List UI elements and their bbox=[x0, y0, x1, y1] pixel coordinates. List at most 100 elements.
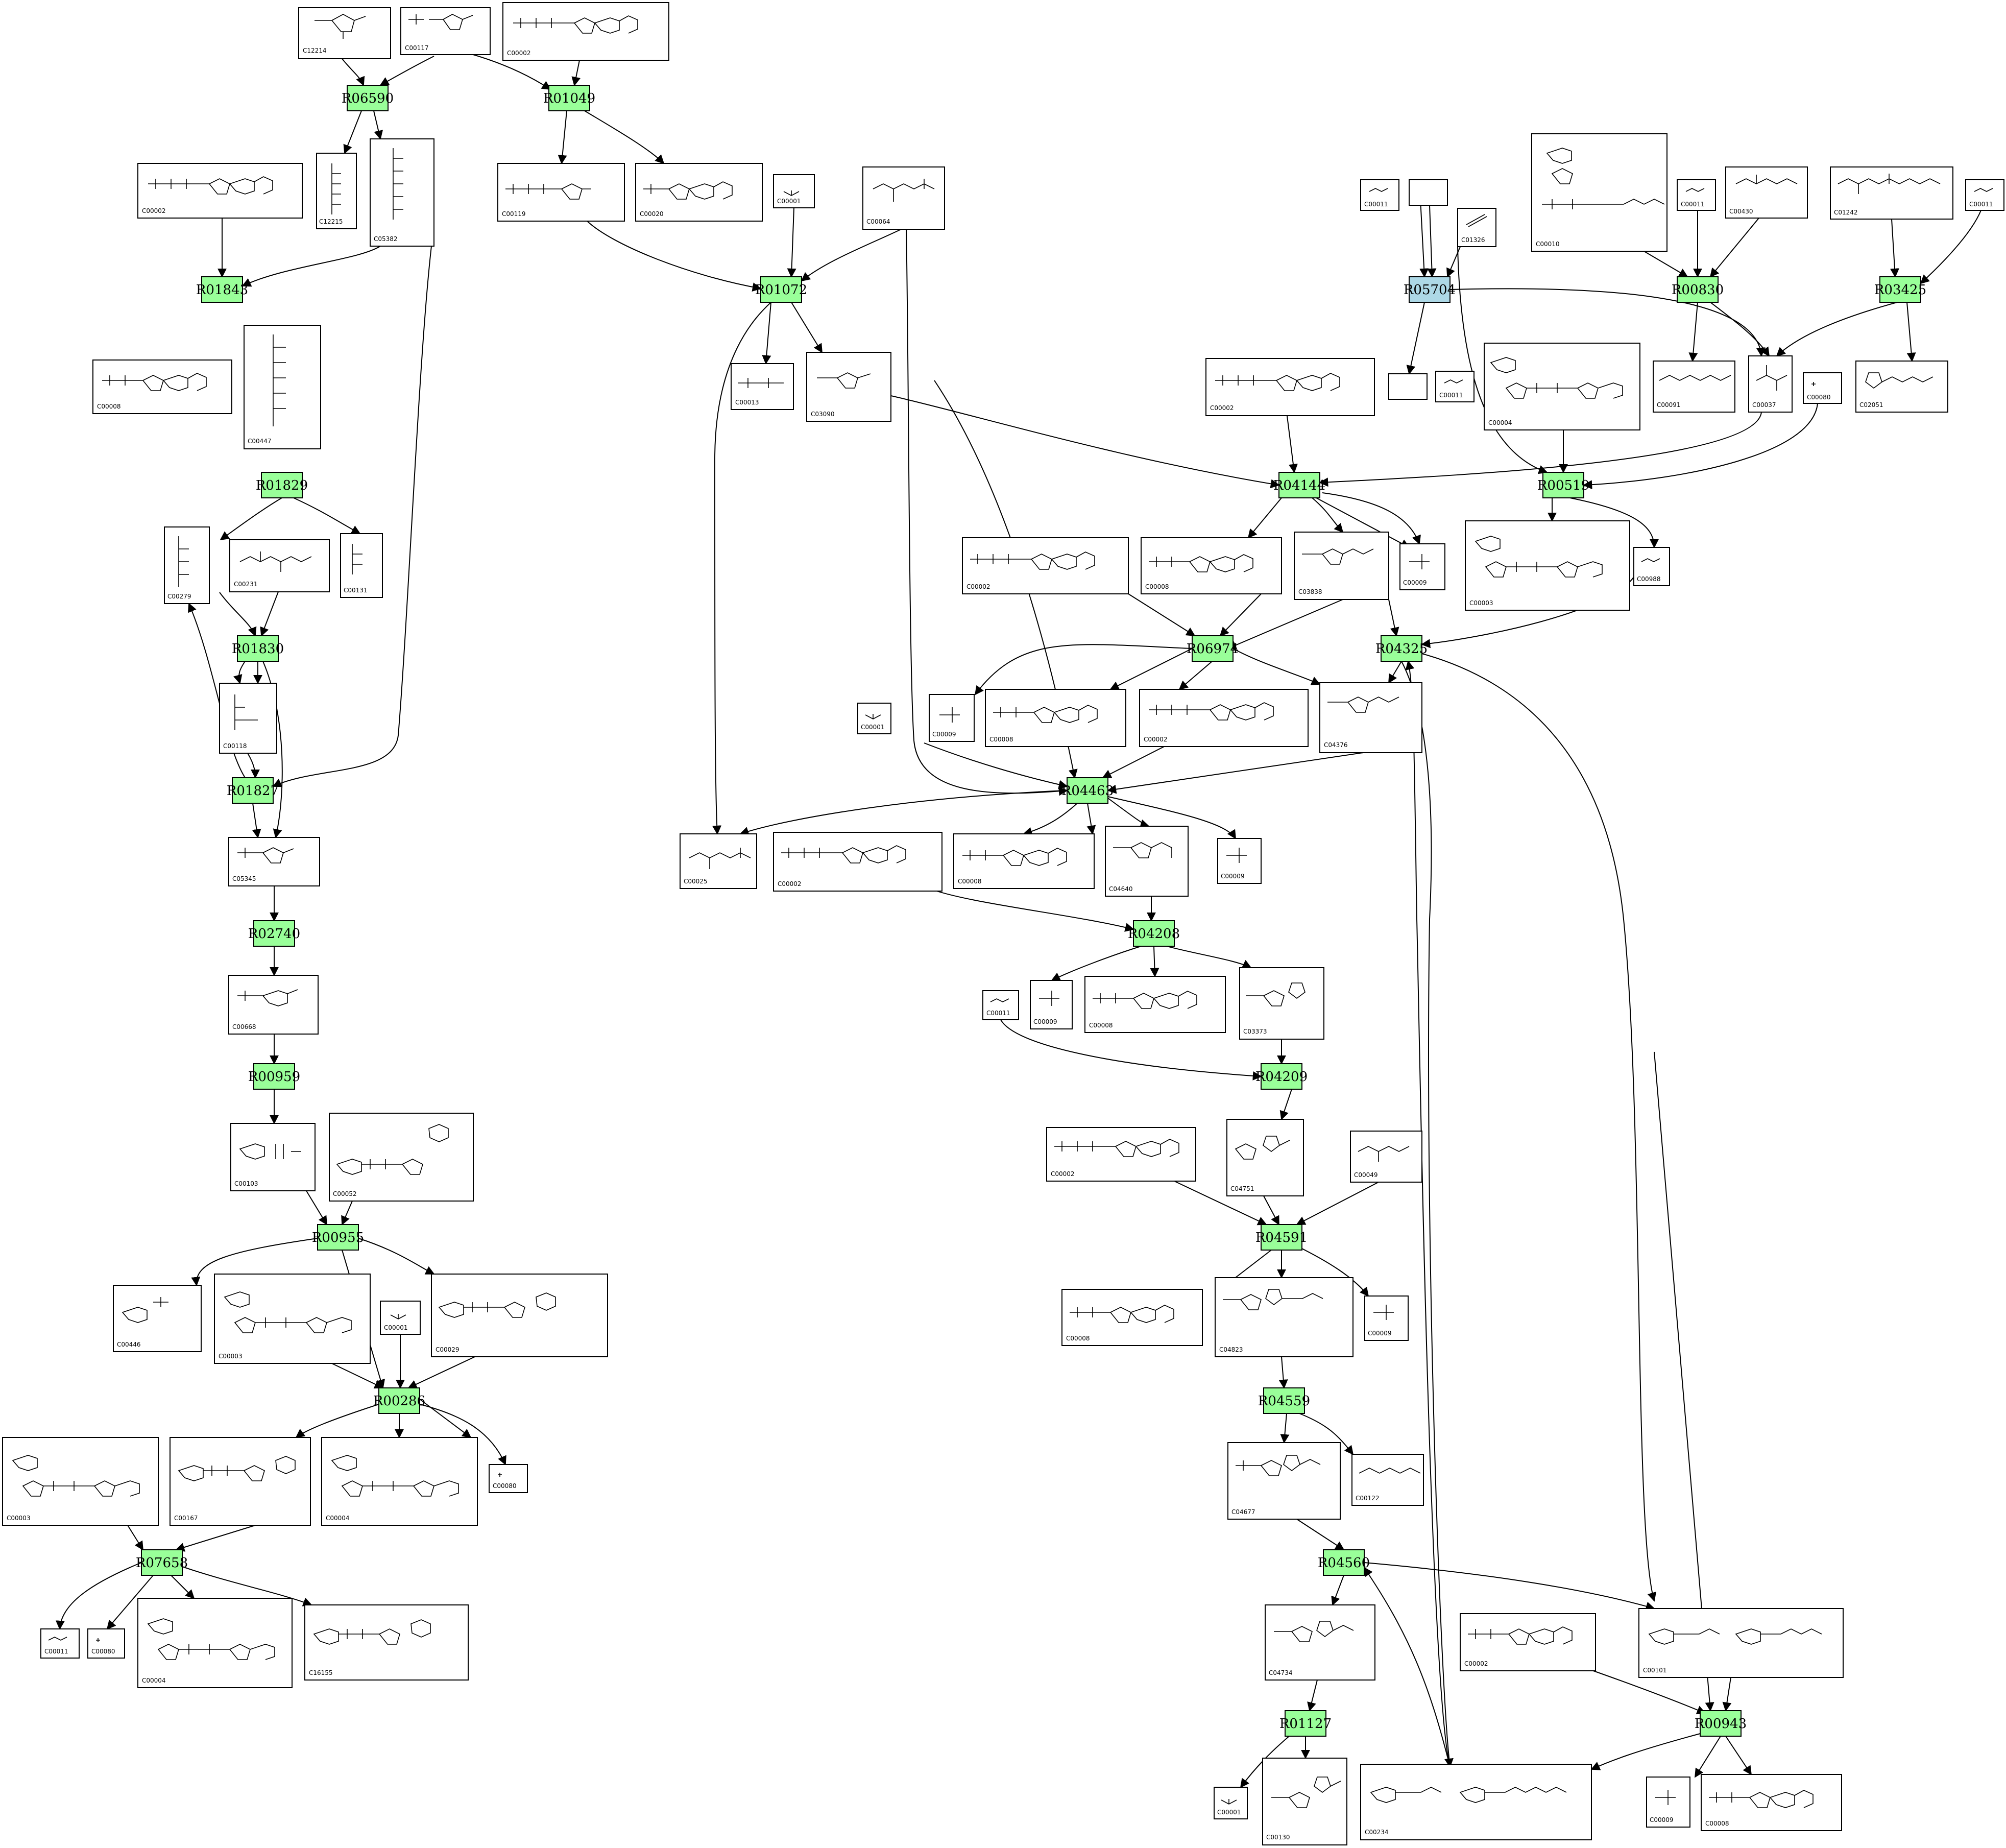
reaction-node[interactable]: R01049 bbox=[543, 85, 595, 111]
compound-node[interactable]: C00122 bbox=[1351, 1454, 1424, 1506]
reaction-node[interactable]: R01072 bbox=[755, 276, 807, 303]
compound-node[interactable]: C00008 bbox=[1701, 1774, 1842, 1831]
compound-node[interactable]: C04823 bbox=[1215, 1277, 1354, 1357]
compound-node[interactable]: C00008 bbox=[1141, 537, 1282, 594]
reaction-node[interactable]: R04208 bbox=[1128, 920, 1180, 947]
reaction-node[interactable]: R00943 bbox=[1695, 1710, 1747, 1737]
reaction-node[interactable]: R00286 bbox=[373, 1387, 425, 1414]
compound-node[interactable]: C00080 bbox=[87, 1628, 125, 1659]
compound-node[interactable]: C00025 bbox=[680, 833, 757, 889]
compound-node[interactable]: C00447 bbox=[244, 325, 321, 449]
compound-node[interactable]: C00064 bbox=[862, 166, 945, 230]
compound-node[interactable]: C00002 bbox=[137, 163, 303, 219]
reaction-node[interactable]: R06974 bbox=[1187, 635, 1239, 662]
compound-node[interactable]: C00988 bbox=[1633, 547, 1670, 586]
compound-node[interactable]: C00002 bbox=[1460, 1613, 1596, 1671]
compound-node[interactable]: C00004 bbox=[321, 1437, 478, 1526]
compound-node[interactable]: C00011 bbox=[40, 1628, 80, 1659]
compound-node[interactable]: C00002 bbox=[1139, 689, 1309, 747]
compound-node[interactable]: C00080 bbox=[489, 1464, 528, 1493]
compound-node[interactable]: C00009 bbox=[1030, 980, 1073, 1029]
compound-node[interactable]: C00001 bbox=[1214, 1787, 1248, 1819]
compound-node[interactable]: C00049 bbox=[1350, 1131, 1422, 1183]
reaction-node[interactable]: R01830 bbox=[232, 635, 284, 662]
compound-node[interactable]: C00008 bbox=[985, 689, 1126, 747]
compound-node[interactable]: C00001 bbox=[773, 174, 815, 208]
compound-node[interactable]: C00008 bbox=[953, 833, 1095, 889]
reaction-node[interactable]: R04560 bbox=[1318, 1549, 1370, 1576]
compound-node[interactable]: C00009 bbox=[1217, 838, 1262, 884]
compound-node[interactable]: C04677 bbox=[1227, 1442, 1341, 1520]
compound-node[interactable]: C00009 bbox=[1364, 1295, 1409, 1341]
compound-node[interactable]: C00008 bbox=[92, 359, 232, 414]
compound-node[interactable]: C00279 bbox=[164, 526, 210, 604]
compound-node[interactable]: C02051 bbox=[1855, 361, 1948, 413]
compound-node[interactable]: C04376 bbox=[1319, 682, 1422, 753]
compound-node[interactable]: C00020 bbox=[635, 163, 763, 222]
compound-node[interactable] bbox=[1409, 179, 1448, 206]
compound-node[interactable]: C16155 bbox=[304, 1604, 469, 1681]
compound-node[interactable]: C00008 bbox=[1084, 976, 1226, 1033]
compound-node[interactable]: C00668 bbox=[228, 975, 319, 1035]
reaction-node[interactable]: R01127 bbox=[1279, 1710, 1332, 1737]
compound-node[interactable]: C00011 bbox=[1677, 179, 1716, 211]
reaction-node[interactable]: R04209 bbox=[1255, 1063, 1308, 1090]
compound-node[interactable]: C00446 bbox=[113, 1285, 202, 1352]
compound-node[interactable]: C00131 bbox=[340, 533, 383, 598]
compound-node[interactable]: C03090 bbox=[806, 352, 891, 422]
compound-node[interactable]: C00011 bbox=[1965, 179, 2004, 211]
reaction-node[interactable]: R04463 bbox=[1061, 777, 1114, 804]
compound-node[interactable]: C01242 bbox=[1830, 166, 1953, 220]
compound-node[interactable]: C00091 bbox=[1653, 361, 1735, 413]
compound-node[interactable]: C00008 bbox=[1061, 1289, 1203, 1346]
compound-node[interactable]: C00011 bbox=[1435, 371, 1475, 402]
compound-node[interactable]: C00037 bbox=[1748, 355, 1793, 413]
compound-node[interactable]: C12215 bbox=[316, 153, 357, 229]
reaction-node[interactable]: R04591 bbox=[1255, 1224, 1308, 1251]
reaction-node[interactable]: R07658 bbox=[136, 1549, 188, 1576]
reaction-node[interactable]: R00959 bbox=[248, 1063, 300, 1090]
reaction-node[interactable]: R01843 bbox=[196, 276, 248, 303]
compound-node[interactable]: C00004 bbox=[1484, 343, 1640, 430]
compound-node[interactable]: C04751 bbox=[1226, 1119, 1304, 1196]
reaction-node[interactable]: R04325 bbox=[1375, 635, 1428, 662]
compound-node[interactable]: C01326 bbox=[1457, 208, 1496, 247]
reaction-node[interactable]: R00830 bbox=[1672, 276, 1724, 303]
compound-node[interactable]: C00009 bbox=[1646, 1777, 1690, 1828]
compound-node[interactable]: C00004 bbox=[137, 1598, 293, 1688]
compound-node[interactable]: C00130 bbox=[1262, 1758, 1347, 1845]
compound-node[interactable]: C00011 bbox=[1360, 179, 1399, 211]
compound-node[interactable]: C00117 bbox=[400, 7, 491, 55]
compound-node[interactable]: C00002 bbox=[962, 537, 1129, 594]
compound-node[interactable]: C00003 bbox=[2, 1437, 159, 1526]
reaction-node[interactable]: R01827 bbox=[227, 777, 279, 804]
compound-node[interactable]: C04640 bbox=[1105, 826, 1189, 897]
reaction-node[interactable]: R05704 bbox=[1404, 276, 1456, 303]
compound-node[interactable]: C00011 bbox=[982, 990, 1019, 1020]
compound-node[interactable] bbox=[1388, 373, 1428, 400]
compound-node[interactable]: C00013 bbox=[731, 363, 794, 410]
compound-node[interactable]: C00001 bbox=[857, 703, 891, 734]
reaction-node[interactable]: R04559 bbox=[1258, 1387, 1310, 1414]
compound-node[interactable]: C00002 bbox=[1205, 358, 1375, 416]
compound-node[interactable]: C00009 bbox=[1399, 543, 1445, 590]
compound-node[interactable]: C05345 bbox=[228, 837, 320, 886]
compound-node[interactable]: C12214 bbox=[298, 7, 391, 59]
compound-node[interactable]: C00052 bbox=[329, 1113, 474, 1202]
compound-node[interactable]: C00001 bbox=[380, 1301, 421, 1335]
compound-node[interactable]: C00002 bbox=[773, 832, 942, 892]
reaction-node[interactable]: R03425 bbox=[1874, 276, 1926, 303]
compound-node[interactable]: C00101 bbox=[1638, 1608, 1844, 1678]
compound-node[interactable]: C00430 bbox=[1725, 166, 1808, 219]
compound-node[interactable]: C00010 bbox=[1531, 133, 1667, 252]
compound-node[interactable]: C00003 bbox=[214, 1274, 371, 1364]
compound-node[interactable]: C00002 bbox=[1046, 1127, 1196, 1182]
compound-node[interactable]: C00003 bbox=[1465, 520, 1630, 611]
compound-node[interactable]: C00119 bbox=[497, 163, 625, 222]
compound-node[interactable]: C00167 bbox=[170, 1437, 311, 1526]
reaction-node[interactable]: R02740 bbox=[248, 920, 300, 947]
reaction-node[interactable]: R06590 bbox=[342, 85, 394, 111]
compound-node[interactable]: C00118 bbox=[219, 683, 277, 754]
compound-node[interactable]: C05382 bbox=[370, 138, 434, 247]
compound-node[interactable]: C00080 bbox=[1803, 372, 1842, 404]
